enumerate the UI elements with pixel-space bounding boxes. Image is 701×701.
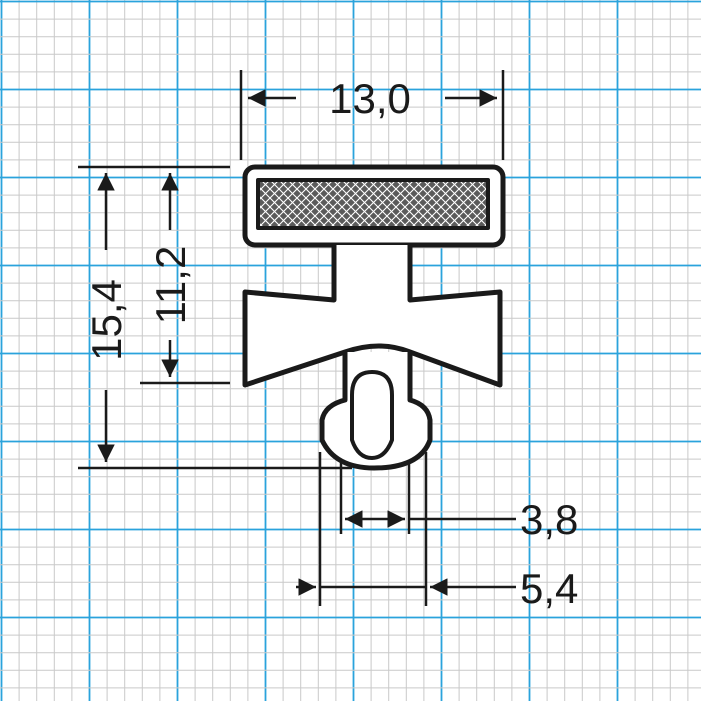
dim-label-body-height: 11,2 bbox=[147, 246, 194, 325]
dim-label-stem-inner-width: 3,8 bbox=[520, 496, 578, 543]
gasket-bellows bbox=[242, 245, 503, 388]
gasket-profile bbox=[242, 164, 506, 471]
dim-label-overall-width: 13,0 bbox=[329, 75, 411, 122]
dimension-lines bbox=[78, 70, 516, 606]
anchor-stem-inner bbox=[350, 370, 394, 460]
dim-label-overall-height: 15,4 bbox=[83, 279, 130, 361]
dim-label-stem-outer-width: 5,4 bbox=[520, 565, 578, 612]
magnet-strip bbox=[256, 178, 490, 230]
